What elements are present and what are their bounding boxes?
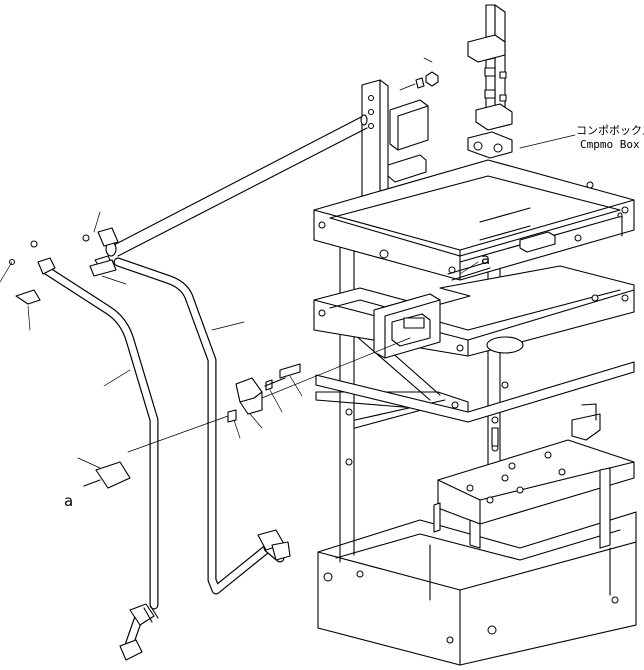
battery-plate [429,403,635,601]
washer-upper [415,77,425,89]
marker-a-upper: a [481,250,490,268]
top-bracket [467,4,513,159]
handrail-front [37,257,159,661]
leader-lines [0,57,576,469]
post-slot-plate [491,427,499,447]
lower-tray [315,361,635,423]
small-nut-left [30,240,38,248]
small-nut-right [82,234,90,242]
spacer-collar [227,409,237,423]
washer-mid [265,379,273,391]
base-frame [317,511,637,666]
text-labels: コンポボックス Cmpmo Box a a [64,124,644,510]
callout-label-jp: コンポボックス [576,124,644,137]
nut-upper [425,71,439,87]
stay-bracket [235,377,263,415]
lower-clamp [95,461,131,489]
callout-label-en: Cmpmo Box [580,138,640,151]
middle-tray [313,265,635,357]
handrail-rear [94,227,291,595]
component-box [373,207,556,359]
fasteners [9,71,439,489]
top-tray [313,159,635,281]
bolt-mid [279,363,301,379]
frame-assembly [313,4,637,666]
marker-a-lower: a [64,492,73,510]
cross-rail [105,114,368,257]
rail-clamp-right [89,259,117,277]
rail-clamp-left [15,289,41,305]
